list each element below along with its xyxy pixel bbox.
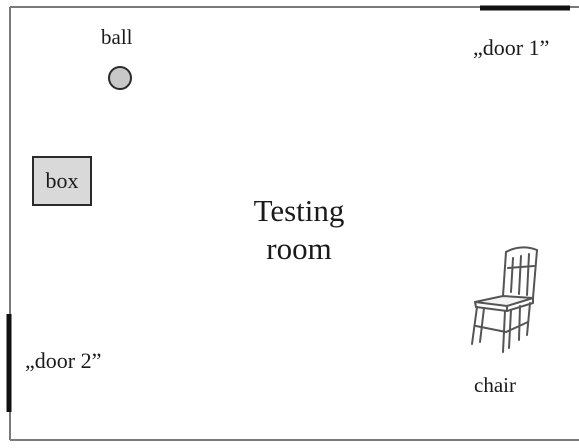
chair-label: chair: [474, 373, 516, 397]
ball-icon: [108, 66, 132, 90]
door-2-label: „door 2”: [25, 348, 102, 373]
chair-icon: [471, 246, 538, 353]
room-title-line-1: Testing: [253, 193, 345, 228]
box-label: box: [45, 168, 79, 193]
door-1-label: „door 1”: [473, 35, 550, 60]
room-title: Testing room: [238, 192, 360, 268]
box-shape: [32, 156, 92, 206]
room-title-line-2: room: [266, 231, 332, 266]
ball-label: ball: [101, 25, 133, 49]
